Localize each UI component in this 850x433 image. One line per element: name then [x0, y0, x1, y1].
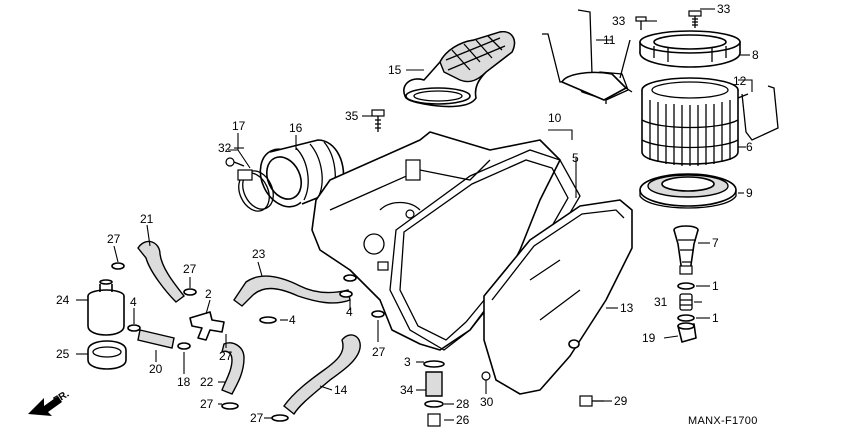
part-16-duct: [259, 139, 345, 208]
part-14-hose: [283, 334, 361, 416]
part-32-screw: [225, 157, 245, 167]
callout-27: 27: [183, 262, 197, 276]
callout-4: 4: [289, 313, 296, 327]
callout-21: 21: [140, 212, 154, 226]
callout-23: 23: [252, 247, 266, 261]
callout-16: 16: [289, 121, 303, 135]
part-18-clip: [177, 342, 191, 350]
callout-34: 34: [400, 383, 414, 397]
part-24-separator: [87, 279, 125, 336]
callout-labels: 33 33 11 8 15 12 35 10 17 16 6 5 32 9 21…: [56, 2, 759, 427]
part-15-intake-boot: [403, 30, 516, 108]
callout-1: 1: [712, 311, 719, 325]
part-3-clip: [423, 360, 445, 368]
part-4-clamps: [127, 290, 353, 332]
callout-26: 26: [456, 413, 470, 427]
part-8-filter-holder: [639, 30, 741, 68]
part-30-grommet: [481, 371, 491, 381]
callout-29: 29: [614, 394, 628, 408]
part-11-bracket: [542, 9, 633, 104]
callout-3: 3: [404, 355, 411, 369]
callout-9: 9: [746, 186, 753, 200]
part-12-clip: [737, 85, 779, 141]
callout-19: 19: [642, 331, 656, 345]
callout-13: 13: [620, 301, 634, 315]
callout-27: 27: [219, 349, 233, 363]
part-34-tube: [425, 371, 443, 397]
part-23-hose: [233, 275, 351, 307]
callout-20: 20: [149, 362, 163, 376]
part-1-clip-upper: [677, 282, 695, 290]
callout-4: 4: [130, 295, 137, 309]
leader-lines: [76, 8, 753, 421]
callout-15: 15: [388, 63, 402, 77]
part-9-filter-base: [639, 173, 737, 209]
callout-12: 12: [733, 74, 747, 88]
callout-17: 17: [232, 119, 246, 133]
callout-25: 25: [56, 347, 70, 361]
callout-8: 8: [752, 48, 759, 62]
part-17-clamp: [237, 169, 274, 212]
callout-6: 6: [746, 140, 753, 154]
callout-22: 22: [200, 375, 214, 389]
callout-11: 11: [603, 33, 616, 47]
callout-10: 10: [548, 111, 562, 125]
callout-4: 4: [346, 305, 353, 319]
callout-27: 27: [250, 411, 264, 425]
callout-18: 18: [177, 375, 191, 389]
part-2-tee: [189, 311, 225, 341]
part-6-air-filter: [641, 77, 739, 166]
callout-14: 14: [334, 383, 348, 397]
part-21-hose: [137, 240, 185, 303]
callout-5: 5: [572, 151, 579, 165]
callout-27: 27: [200, 397, 214, 411]
callout-32: 32: [218, 141, 232, 155]
part-25-holder: [87, 340, 127, 370]
part-20-pipe: [137, 329, 175, 349]
part-33-screw-left: [635, 16, 647, 30]
callout-27: 27: [107, 232, 121, 246]
part-13-cover: [483, 199, 633, 395]
callout-1: 1: [712, 279, 719, 293]
callout-27: 27: [372, 345, 386, 359]
part-19-cap: [677, 322, 697, 343]
part-1-clip-lower: [677, 314, 695, 322]
callout-31: 31: [654, 295, 668, 309]
callout-28: 28: [456, 397, 470, 411]
part-35-bolt: [371, 109, 385, 132]
part-28-clip: [424, 400, 444, 408]
diagram-code: MANX-F1700: [688, 415, 758, 427]
callout-33: 33: [612, 14, 626, 28]
part-33-screw-right: [688, 10, 702, 28]
callout-24: 24: [56, 293, 70, 307]
callout-33: 33: [717, 2, 731, 16]
part-31-plug: [679, 293, 693, 311]
part-7-drain-fitting: [673, 225, 699, 275]
part-26-plug: [427, 413, 441, 427]
callout-30: 30: [480, 395, 494, 409]
callout-2: 2: [205, 287, 212, 301]
callout-7: 7: [712, 236, 719, 250]
front-direction-indicator: FR.: [28, 389, 71, 416]
callout-35: 35: [345, 109, 359, 123]
part-22-hose: [220, 342, 245, 395]
part-29-bolt: [579, 395, 604, 407]
